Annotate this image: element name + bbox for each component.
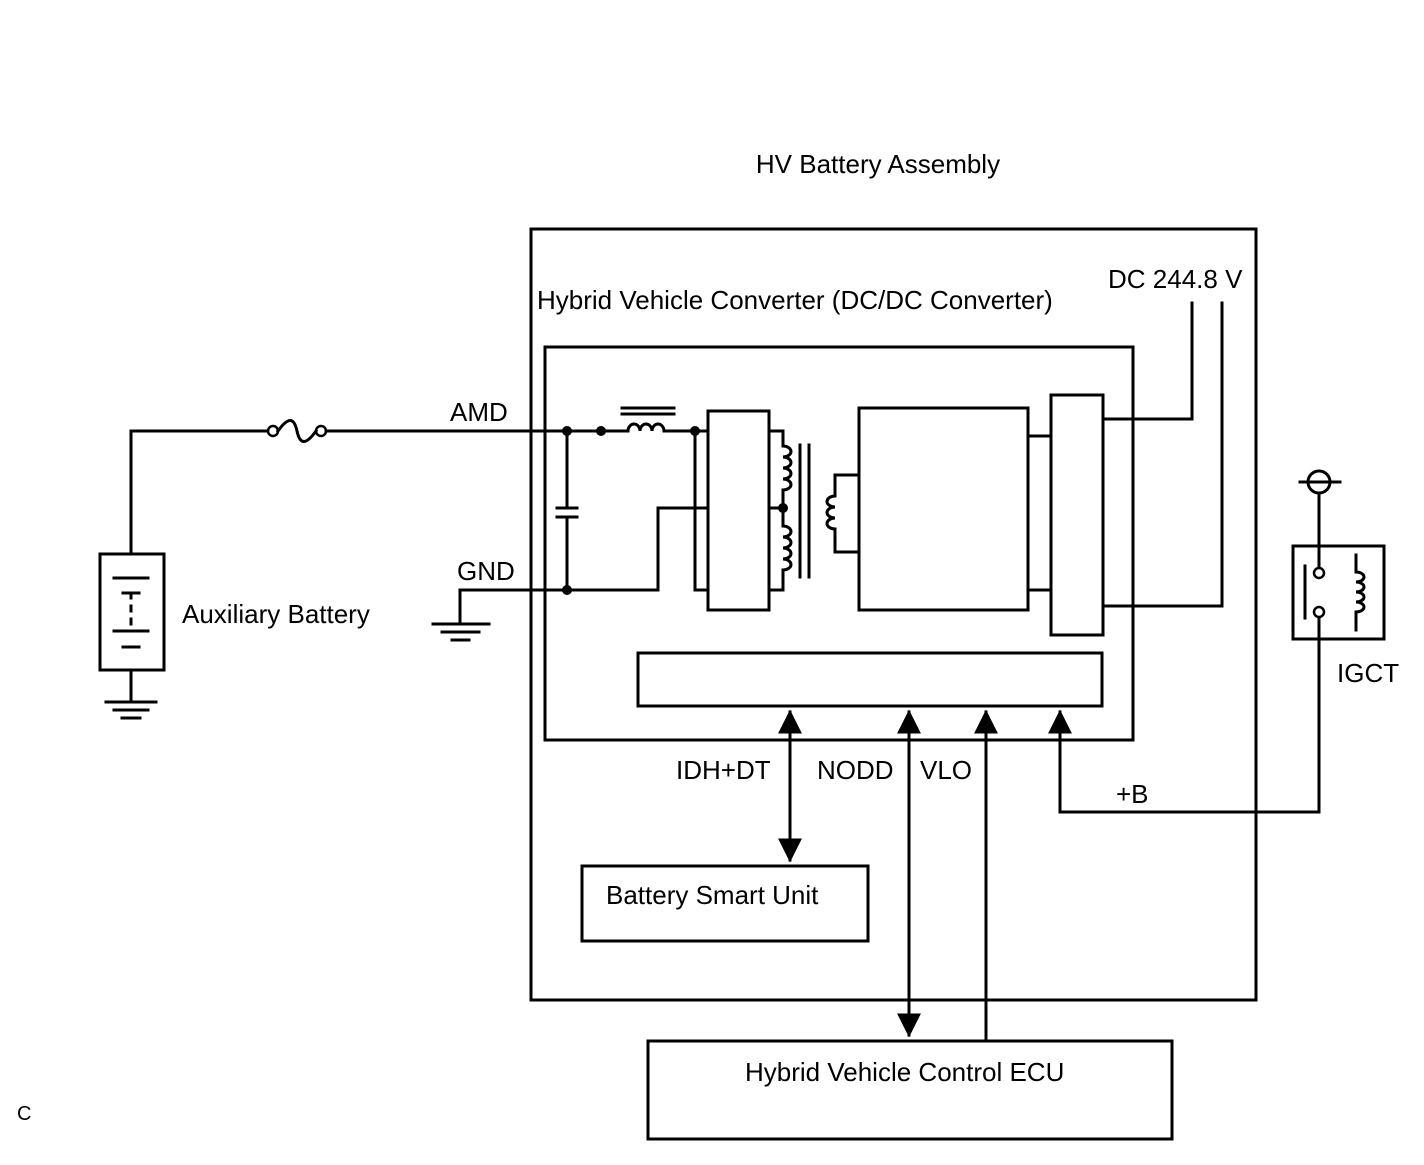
idh-dt-signal-label: IDH+DT bbox=[676, 755, 771, 785]
rectifier-block bbox=[857, 406, 1030, 612]
transformer-secondary-icon bbox=[825, 473, 861, 554]
plus-b-signal-label: +B bbox=[1116, 779, 1149, 809]
control-ecu-label: Hybrid Vehicle Control ECU bbox=[745, 1057, 1064, 1087]
power-source-icon bbox=[1298, 469, 1342, 495]
battery-cells-icon bbox=[112, 576, 150, 649]
dc-voltage-label: DC 244.8 V bbox=[1108, 264, 1243, 294]
amd-terminal-label: AMD bbox=[450, 397, 508, 427]
nodd-signal-label: NODD bbox=[817, 755, 894, 785]
fuse-icon bbox=[266, 419, 328, 443]
chassis-ground-icon bbox=[104, 668, 158, 720]
igct-relay-label: IGCT bbox=[1337, 658, 1399, 688]
battery-smart-unit-box bbox=[580, 864, 870, 943]
control-circuit-block bbox=[636, 651, 1104, 708]
gnd-ground-icon bbox=[431, 588, 491, 642]
junction-dot bbox=[562, 426, 572, 436]
junction-dot bbox=[596, 426, 606, 436]
hv-battery-assembly-title: HV Battery Assembly bbox=[756, 149, 1000, 179]
hv-input-block bbox=[1049, 393, 1105, 637]
control-ecu-box bbox=[646, 1039, 1174, 1141]
switching-block bbox=[706, 409, 771, 612]
auxiliary-battery-label: Auxiliary Battery bbox=[182, 599, 370, 629]
hv-battery-assembly-box bbox=[529, 227, 1258, 1002]
gnd-terminal-label: GND bbox=[457, 556, 515, 586]
converter-box bbox=[543, 345, 1135, 742]
battery-smart-unit-label: Battery Smart Unit bbox=[606, 880, 819, 910]
relay-coil-icon bbox=[1354, 553, 1366, 632]
igct-relay-box bbox=[1291, 544, 1386, 641]
corner-mark: C bbox=[17, 1103, 31, 1125]
center-tap-dot bbox=[778, 503, 788, 513]
inductor-icon bbox=[620, 406, 676, 433]
relay-contact-icon bbox=[1303, 564, 1326, 620]
transformer-core-icon bbox=[798, 443, 811, 579]
vlo-signal-label: VLO bbox=[920, 755, 972, 785]
converter-title: Hybrid Vehicle Converter (DC/DC Converte… bbox=[537, 285, 1053, 315]
